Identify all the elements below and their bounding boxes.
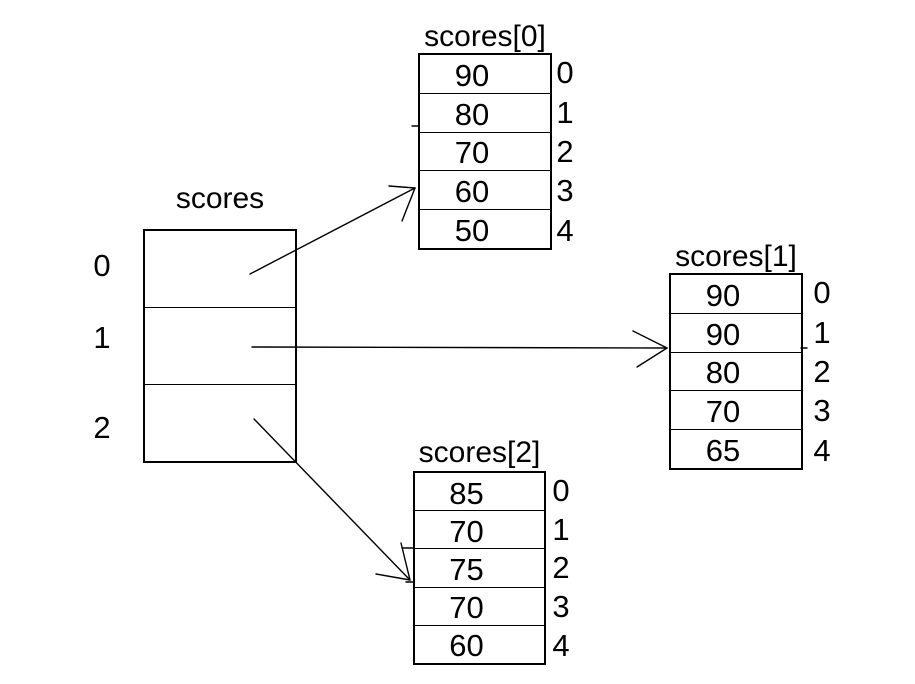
cell-value: 70 [449, 513, 484, 549]
subarray-2-cell: 70 [415, 586, 544, 626]
cell-value: 60 [449, 628, 484, 664]
main-array-index-column: 0 1 2 [82, 229, 122, 463]
main-array-cell-1 [145, 307, 295, 384]
cell-value: 65 [705, 433, 741, 469]
subarray-1-cell: 90 [671, 275, 801, 313]
index-label: 2 [552, 550, 570, 586]
cell-value: 60 [454, 174, 490, 210]
cell-value: 70 [454, 135, 490, 171]
subarray-1-cell: 70 [671, 390, 801, 429]
index-label: 2 [93, 409, 111, 445]
subarray-1-title: scores[1] [675, 240, 797, 273]
main-array-title: scores [175, 182, 265, 215]
index-label: 3 [552, 589, 570, 625]
index-label: 0 [813, 275, 831, 311]
index-label: 1 [813, 314, 831, 350]
subarray-2-cell: 70 [415, 510, 544, 548]
cell-value: 85 [449, 475, 484, 511]
cell-value: 90 [705, 277, 741, 313]
cell-value: 70 [705, 394, 741, 430]
index-label: 2 [813, 354, 831, 390]
subarray-1-cell: 80 [671, 351, 801, 391]
cell-value: 90 [454, 57, 490, 93]
subarray-2-cell: 85 [415, 473, 544, 510]
subarray-0-cell: 80 [420, 92, 550, 132]
cell-value: 50 [454, 213, 490, 249]
subarray-2-cell: 60 [415, 624, 544, 664]
index-label: 0 [556, 55, 574, 91]
subarray-0-box: 90 80 70 60 50 [418, 53, 552, 250]
cell-value: 75 [449, 552, 484, 587]
subarray-0-title: scores[0] [424, 20, 546, 53]
index-label: 1 [93, 319, 111, 355]
index-label: 0 [93, 247, 111, 283]
index-label: 4 [813, 432, 831, 468]
cell-value: 90 [705, 316, 741, 352]
cell-value: 70 [449, 590, 484, 626]
index-label: 4 [556, 212, 574, 248]
cell-value: 80 [705, 355, 741, 391]
main-array-box [143, 229, 297, 463]
index-label: 3 [813, 393, 831, 429]
main-array-cell-0 [145, 231, 295, 307]
subarray-1-box: 90 90 80 70 65 [669, 273, 803, 470]
subarray-2-box: 85 70 75 70 60 [413, 471, 546, 665]
subarray-0-cell: 60 [420, 170, 550, 209]
subarray-2-title: scores[2] [418, 436, 541, 469]
subarray-0-cell: 90 [420, 55, 550, 93]
cell-value: 80 [454, 96, 490, 132]
index-label: 1 [552, 511, 570, 547]
subarray-0-cell: 50 [420, 209, 550, 248]
index-label: 1 [556, 94, 574, 130]
subarray-1-index-column: 0 1 2 3 4 [802, 273, 842, 470]
index-label: 0 [552, 472, 570, 508]
index-label: 2 [556, 134, 574, 170]
subarray-0-index-column: 0 1 2 3 4 [545, 53, 585, 250]
subarray-2-cell: 75 [415, 548, 544, 586]
subarray-1-cell: 65 [671, 429, 801, 468]
index-label: 3 [556, 173, 574, 209]
subarray-2-index-column: 0 1 2 3 4 [541, 471, 581, 665]
subarray-0-cell: 70 [420, 131, 550, 171]
pointer-arrow-1 [251, 330, 668, 368]
main-array-cell-2 [145, 384, 295, 461]
subarray-1-cell: 90 [671, 312, 801, 352]
index-label: 4 [552, 628, 570, 664]
